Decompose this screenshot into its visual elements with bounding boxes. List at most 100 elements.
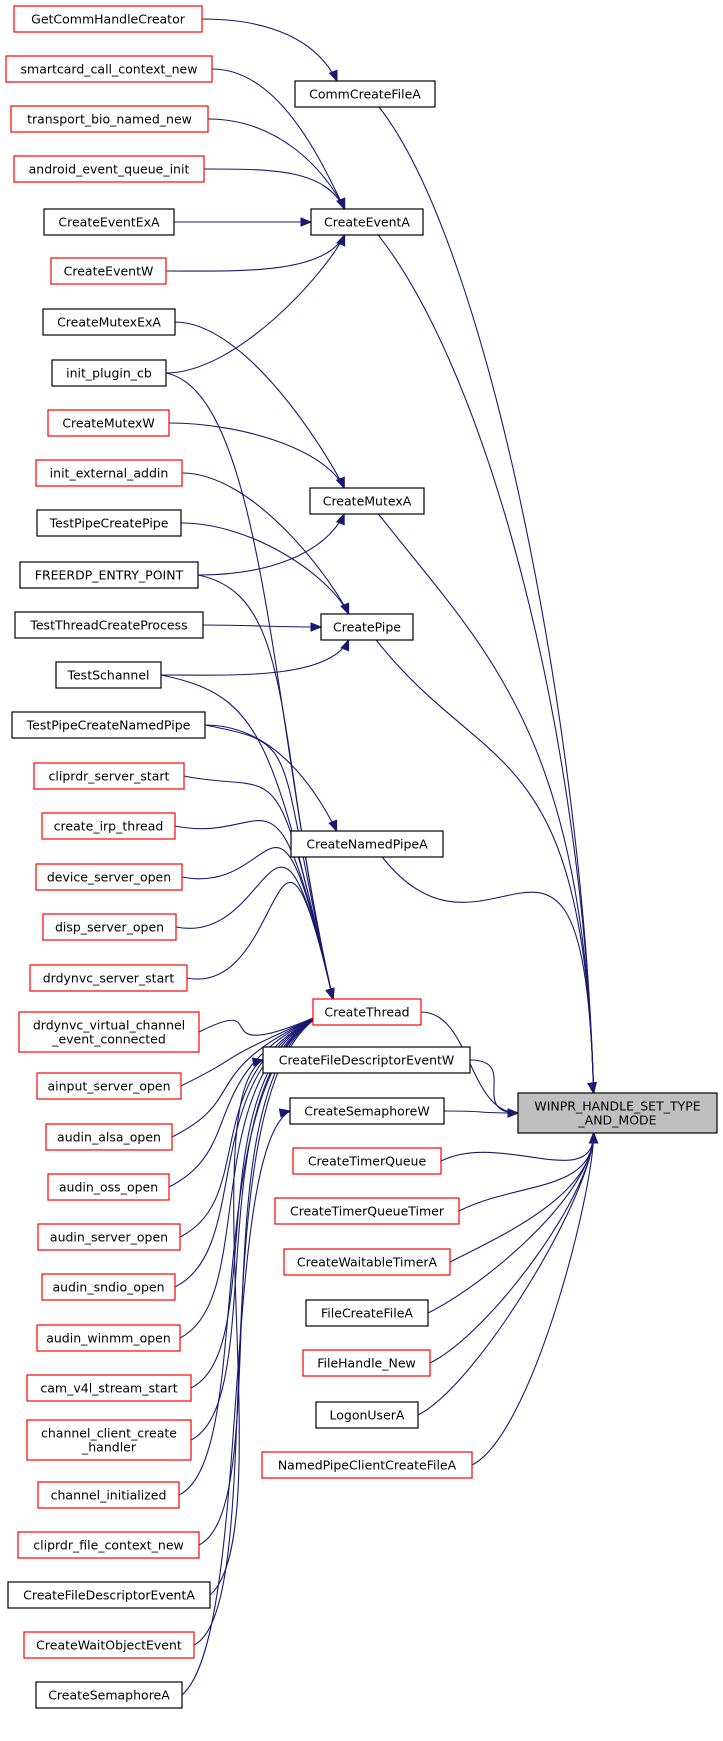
node-layer: GetCommHandleCreator smartcard_call_conte…: [5, 5, 718, 1709]
node-label: disp_server_open: [55, 920, 164, 935]
node-TestPipeCreatePipe[interactable]: TestPipeCreatePipe: [36, 509, 182, 537]
node-box: [41, 1273, 176, 1301]
node-CreateEventExA[interactable]: CreateEventExA: [43, 208, 175, 236]
edge-arrowhead: [340, 638, 350, 652]
node-audin_server_open[interactable]: audin_server_open: [37, 1223, 181, 1251]
node-audin_sndio_open[interactable]: audin_sndio_open: [41, 1273, 176, 1301]
node-audin_alsa_open[interactable]: audin_alsa_open: [45, 1123, 173, 1151]
node-box: [26, 1374, 192, 1402]
node-disp_server_open[interactable]: disp_server_open: [42, 913, 177, 941]
node-label: CreateFileDescriptorEventA: [23, 1588, 195, 1603]
node-GetCommHandleCreator[interactable]: GetCommHandleCreator: [13, 5, 203, 33]
node-box: [17, 1531, 200, 1559]
node-android_event_queue_init[interactable]: android_event_queue_init: [13, 155, 205, 183]
node-cam_v4l_stream_start[interactable]: cam_v4l_stream_start: [26, 1374, 192, 1402]
node-CreateTimerQueueTimer[interactable]: CreateTimerQueueTimer: [274, 1197, 460, 1225]
node-drdynvc_server_start[interactable]: drdynvc_server_start: [29, 964, 188, 992]
node-box: [315, 1401, 419, 1429]
edge-line: [179, 1011, 328, 1238]
edge-line: [427, 1132, 595, 1314]
node-smartcard_call_context_new[interactable]: smartcard_call_context_new: [5, 55, 213, 83]
edge-line: [197, 513, 345, 576]
node-CreatePipe[interactable]: CreatePipe: [320, 613, 414, 641]
edge-CreateSemaphoreW-to-winpr_handle: [443, 1108, 520, 1118]
node-create_irp_thread[interactable]: create_irp_thread: [41, 812, 176, 840]
node-cliprdr_server_start[interactable]: cliprdr_server_start: [33, 762, 185, 790]
node-CreateThread[interactable]: CreateThread: [312, 998, 422, 1026]
edge-line: [181, 472, 350, 615]
node-box: [42, 913, 177, 941]
node-box: [10, 105, 209, 133]
node-label: transport_bio_named_new: [27, 112, 192, 127]
node-channel_initialized[interactable]: channel_initialized: [37, 1481, 180, 1509]
node-label: TestPipeCreateNamedPipe: [26, 718, 191, 733]
edge-line: [417, 1132, 595, 1416]
edge-line: [201, 18, 338, 82]
node-cliprdr_file_context_new[interactable]: cliprdr_file_context_new: [17, 1531, 200, 1559]
edge-line: [377, 513, 595, 1094]
node-label: CreateFileDescriptorEventW: [279, 1053, 455, 1068]
node-CreateMutexA[interactable]: CreateMutexA: [309, 487, 425, 515]
node-LogonUserA[interactable]: LogonUserA: [315, 1401, 419, 1429]
node-CreateFileDescriptorEventW[interactable]: CreateFileDescriptorEventW: [262, 1046, 471, 1074]
node-audin_winmm_open[interactable]: audin_winmm_open: [36, 1324, 181, 1352]
node-TestPipeCreateNamedPipe[interactable]: TestPipeCreateNamedPipe: [11, 711, 206, 739]
node-FREERDP_ENTRY_POINT[interactable]: FREERDP_ENTRY_POINT: [19, 561, 199, 589]
node-CreateMutexW[interactable]: CreateMutexW: [47, 409, 170, 437]
node-CreateWaitableTimerA[interactable]: CreateWaitableTimerA: [283, 1248, 451, 1276]
node-init_external_addin[interactable]: init_external_addin: [35, 459, 183, 487]
node-CreateEventW[interactable]: CreateEventW: [50, 257, 167, 285]
node-label: CreateNamedPipeA: [306, 837, 428, 852]
node-box: [29, 964, 188, 992]
node-NamedPipeClientCreateFileA[interactable]: NamedPipeClientCreateFileA: [261, 1451, 473, 1479]
node-CommCreateFileA[interactable]: CommCreateFileA: [294, 80, 436, 108]
node-box: [36, 509, 182, 537]
node-box: [35, 863, 183, 891]
node-audin_oss_open[interactable]: audin_oss_open: [47, 1173, 170, 1201]
node-label: init_external_addin: [50, 466, 169, 481]
node-CreateFileDescriptorEventA[interactable]: CreateFileDescriptorEventA: [7, 1581, 211, 1609]
edge-line: [381, 856, 595, 1094]
node-label: create_irp_thread: [54, 819, 164, 834]
node-CreateMutexExA[interactable]: CreateMutexExA: [42, 308, 176, 336]
node-label: CommCreateFileA: [309, 87, 421, 102]
node-FileHandle_New[interactable]: FileHandle_New: [302, 1349, 431, 1377]
edge-arrowhead: [300, 217, 313, 227]
node-box: [47, 409, 170, 437]
node-channel_client_create[interactable]: channel_client_create_handler: [26, 1419, 192, 1461]
edge-line: [440, 1132, 595, 1162]
node-label: audin_winmm_open: [46, 1331, 171, 1346]
edge-CreateEventExA-to-CreateEventA: [174, 217, 313, 227]
edge-line: [168, 1011, 328, 1188]
node-CreateWaitObjectEvent[interactable]: CreateWaitObjectEvent: [23, 1631, 195, 1659]
edge-line: [375, 639, 595, 1094]
node-box: [320, 613, 414, 641]
edge-CreateSemaphoreA-to-CreateSemaphoreW: [181, 1108, 292, 1696]
node-CreateSemaphoreW[interactable]: CreateSemaphoreW: [289, 1097, 445, 1125]
node-TestThreadCreateProcess[interactable]: TestThreadCreateProcess: [14, 611, 204, 639]
node-label: CreateEventA: [324, 215, 410, 230]
node-init_plugin_cb[interactable]: init_plugin_cb: [51, 359, 167, 387]
node-label: TestPipeCreatePipe: [49, 516, 169, 531]
node-transport_bio_named_new[interactable]: transport_bio_named_new: [10, 105, 209, 133]
edge-line: [203, 168, 346, 210]
node-label: CreateWaitableTimerA: [297, 1255, 438, 1270]
node-label: cliprdr_server_start: [49, 769, 170, 784]
node-device_server_open[interactable]: device_server_open: [35, 863, 183, 891]
node-CreateSemaphoreA[interactable]: CreateSemaphoreA: [35, 1681, 183, 1709]
node-drdynvc_virtual_channel[interactable]: drdynvc_virtual_channel_event_connected: [18, 1011, 200, 1053]
node-CreateTimerQueue[interactable]: CreateTimerQueue: [292, 1147, 442, 1175]
edge-line: [429, 1132, 595, 1364]
node-ainput_server_open[interactable]: ainput_server_open: [36, 1072, 182, 1100]
node-CreateNamedPipeA[interactable]: CreateNamedPipeA: [290, 830, 444, 858]
node-FileCreateFileA[interactable]: FileCreateFileA: [305, 1299, 429, 1327]
edge-line: [211, 68, 346, 210]
node-winpr_handle[interactable]: WINPR_HANDLE_SET_TYPE_AND_MODE: [517, 1092, 718, 1134]
node-CreateEventA[interactable]: CreateEventA: [310, 208, 424, 236]
node-label: NamedPipeClientCreateFileA: [278, 1458, 457, 1473]
node-TestSchannel[interactable]: TestSchannel: [55, 661, 162, 689]
node-box: [5, 55, 213, 83]
edge-line: [171, 1011, 328, 1138]
node-label: CreateTimerQueueTimer: [290, 1204, 445, 1219]
node-label: CreateMutexW: [62, 416, 154, 431]
